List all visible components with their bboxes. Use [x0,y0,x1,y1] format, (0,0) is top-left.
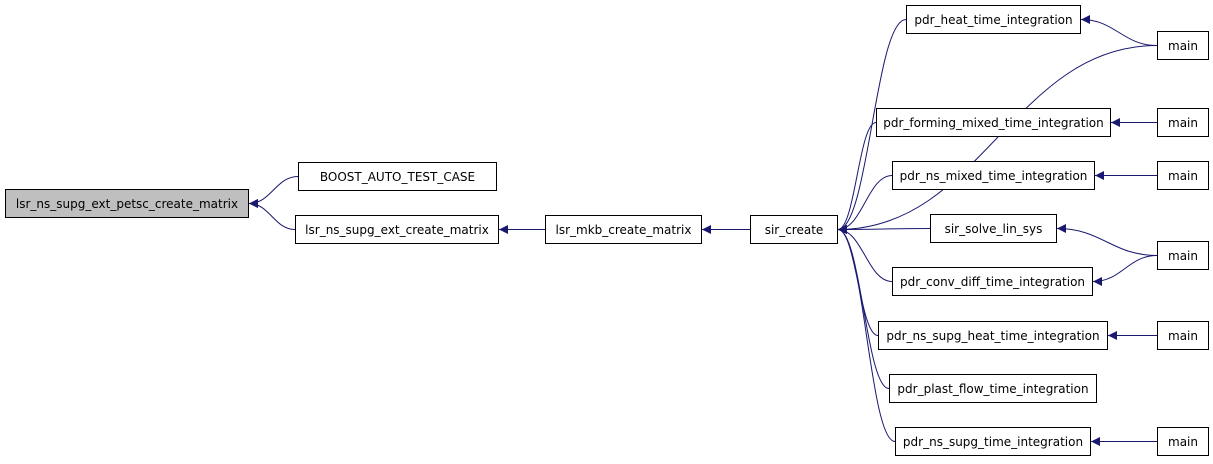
edge-boost_auto_test_case-to-root [248,176,299,208]
node-main-3[interactable]: main [1157,161,1209,190]
edge-pdr_ns_supg_time_integration-to-sir_create [837,225,896,442]
node-main-4[interactable]: main [1157,241,1209,270]
node-pdr-plast-flow-time-integration[interactable]: pdr_plast_flow_time_integration [889,374,1097,403]
edge-main_4-to-pdr_conv_diff_time_integration [1092,255,1158,286]
node-sir-create[interactable]: sir_create [750,215,838,244]
edge-main_4-to-sir_solve_lin_sys [1056,224,1158,256]
node-lsr-mkb-create-matrix[interactable]: lsr_mkb_create_matrix [545,215,702,244]
node-pdr-forming-mixed-time-integration[interactable]: pdr_forming_mixed_time_integration [876,108,1111,137]
node-main-2[interactable]: main [1157,108,1209,137]
node-sir-solve-lin-sys[interactable]: sir_solve_lin_sys [930,214,1057,243]
node-lsr-ns-supg-ext-create-matrix[interactable]: lsr_ns_supg_ext_create_matrix [295,215,499,244]
node-lsr-ns-supg-ext-petsc-create-matrix: lsr_ns_supg_ext_petsc_create_matrix [5,189,249,218]
edge-main_1-to-sir_create [837,45,1158,234]
edge-lsr_ns_supg_ext_create_matrix-to-root [248,199,296,230]
node-pdr-ns-mixed-time-integration[interactable]: pdr_ns_mixed_time_integration [892,161,1095,190]
edge-main_1-to-pdr_heat_time_integration [1080,15,1158,46]
node-main-6[interactable]: main [1157,427,1209,456]
node-pdr-ns-supg-time-integration[interactable]: pdr_ns_supg_time_integration [895,427,1091,456]
node-main-5[interactable]: main [1157,321,1209,350]
node-pdr-ns-supg-heat-time-integration[interactable]: pdr_ns_supg_heat_time_integration [878,321,1108,350]
node-pdr-conv-diff-time-integration[interactable]: pdr_conv_diff_time_integration [892,267,1093,296]
edge-sir_solve_lin_sys-to-sir_create [837,224,931,234]
node-pdr-heat-time-integration[interactable]: pdr_heat_time_integration [906,5,1081,34]
node-boost-auto-test-case[interactable]: BOOST_AUTO_TEST_CASE [298,162,497,191]
node-main-1[interactable]: main [1157,31,1209,60]
edge-pdr_forming_mixed_time_integration-to-sir_create [837,122,877,234]
